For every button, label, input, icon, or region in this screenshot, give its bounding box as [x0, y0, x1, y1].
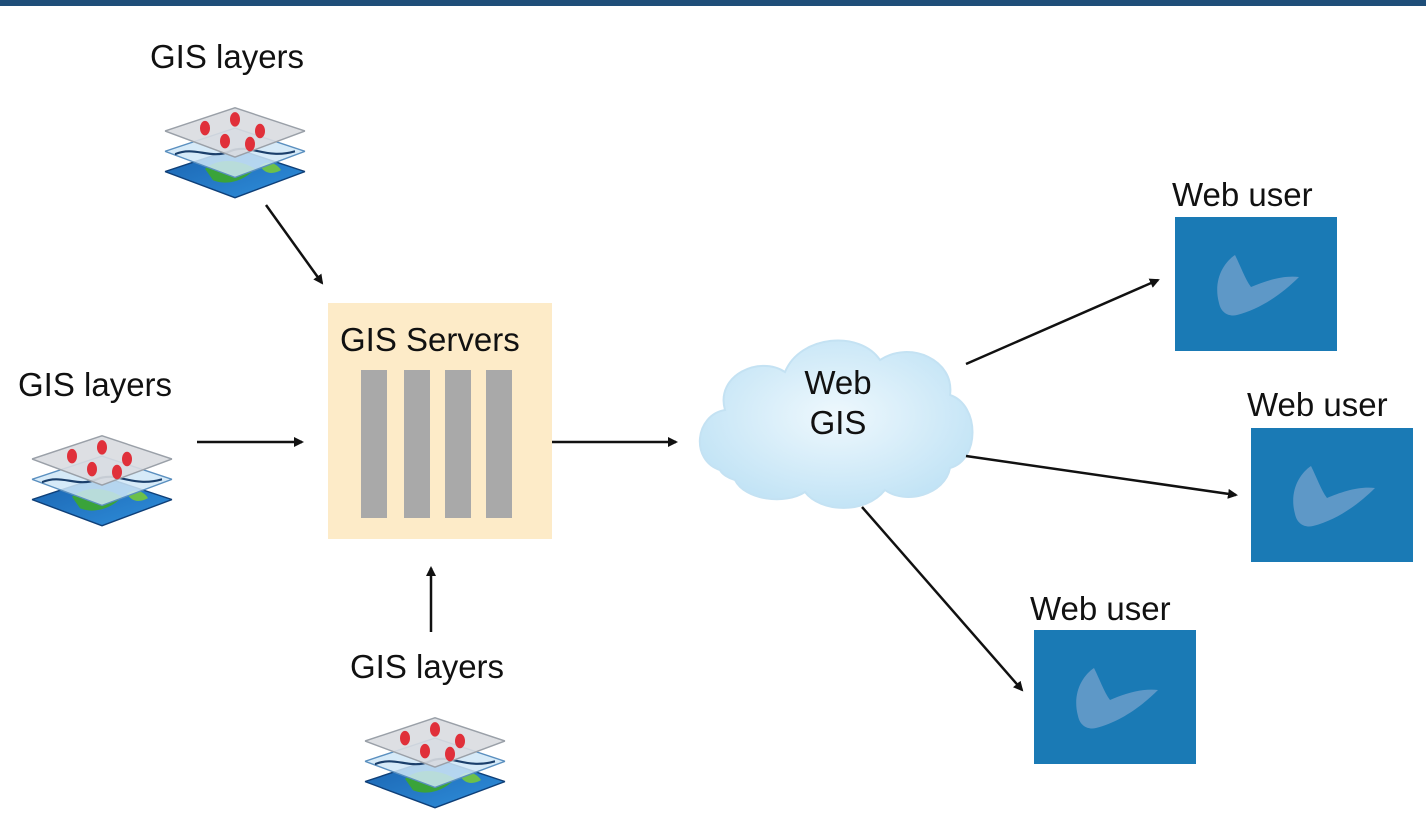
gis-servers-box: GIS Servers: [328, 303, 552, 539]
arrow-cloud-to-user-2: [965, 454, 1238, 499]
web-user-label-1: Web user: [1172, 176, 1313, 213]
web-user-shape: [1293, 466, 1375, 527]
web-user-shape: [1217, 255, 1299, 316]
arrow-cloud-to-user-3: [861, 506, 1024, 692]
web-user-label-2: Web user: [1247, 386, 1388, 423]
arrow-top-layers-to-server: [264, 204, 324, 285]
gis-layers-label-left: GIS layers: [18, 366, 173, 403]
cloud-icon: [698, 339, 974, 509]
gis-layers-label-top: GIS layers: [150, 38, 305, 75]
server-bar: [404, 370, 430, 518]
web-gis-cloud-label: Web GIS: [778, 363, 898, 443]
web-user-label-3: Web user: [1030, 590, 1171, 627]
web-user-screen-icon: [1034, 630, 1196, 764]
cloud-label-line2: GIS: [809, 404, 867, 441]
gis-layers-label-bottom: GIS layers: [350, 648, 505, 685]
gis-servers-label: GIS Servers: [340, 321, 520, 358]
server-bar: [445, 370, 471, 518]
cloud-label-line1: Web: [804, 364, 872, 401]
gis-layers-icon: [163, 106, 307, 199]
web-user-shape: [1076, 668, 1158, 729]
gis-layers-icon: [30, 434, 174, 527]
header-bar: [0, 0, 1426, 6]
web-user-screen-icon: [1251, 428, 1413, 562]
web-user-screen-icon: [1175, 217, 1337, 351]
server-bar: [361, 370, 387, 518]
gis-layers-icon: [363, 716, 507, 809]
arrow-cloud-to-user-1: [965, 278, 1160, 366]
server-bar: [486, 370, 512, 518]
